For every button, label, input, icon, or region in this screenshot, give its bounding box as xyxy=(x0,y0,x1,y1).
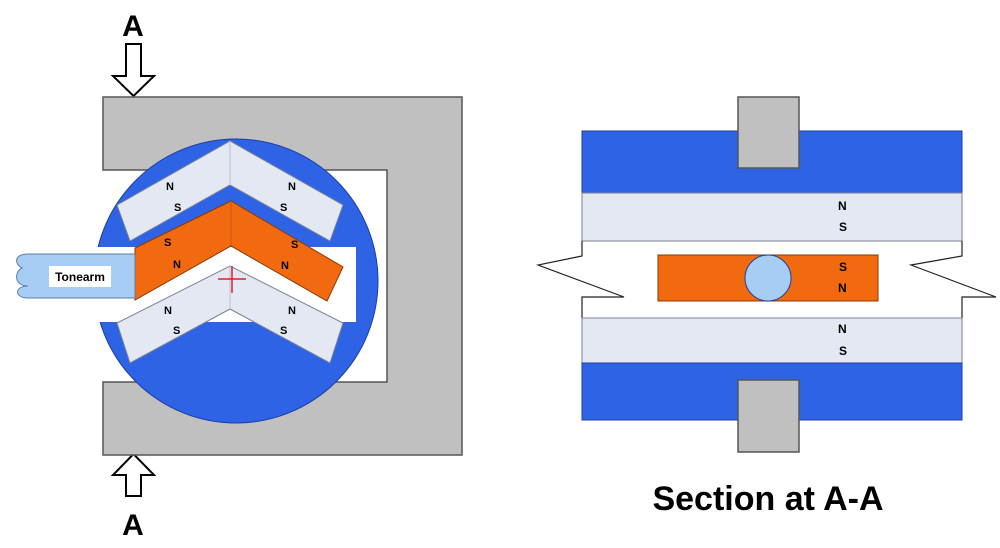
pole-label: S xyxy=(839,220,847,234)
pole-label: N xyxy=(838,199,847,213)
pole-label: N xyxy=(173,259,181,271)
pole-label: S xyxy=(280,325,287,337)
front-view: A A Tonearm N S N S S xyxy=(16,10,463,542)
section-arrow-bottom-icon xyxy=(110,452,157,497)
section-lower-magnet xyxy=(581,317,963,364)
pole-label: N xyxy=(281,260,289,272)
section-top-pole xyxy=(737,96,800,169)
section-break-line xyxy=(908,241,997,318)
pole-label: S xyxy=(291,239,298,251)
section-title: Section at A-A xyxy=(652,480,883,518)
section-marker-top-label: A xyxy=(122,10,144,43)
section-break-line xyxy=(535,241,625,318)
pivot-crosshair-icon xyxy=(218,266,246,293)
pole-label: N xyxy=(164,305,172,317)
pole-label: S xyxy=(280,202,287,214)
tonearm-label-box xyxy=(49,266,111,287)
pole-label: S xyxy=(173,325,180,337)
pole-label: N xyxy=(166,181,174,193)
section-pivot-circle xyxy=(744,254,792,302)
pole-label: N xyxy=(288,305,296,317)
pole-label: N xyxy=(838,322,847,336)
pole-label: S xyxy=(164,237,171,249)
tonearm-label: Tonearm xyxy=(55,270,105,284)
pole-label: S xyxy=(174,202,181,214)
pole-label: S xyxy=(839,260,847,274)
section-upper-magnet xyxy=(581,192,963,242)
pole-label: N xyxy=(838,281,847,295)
pole-label: S xyxy=(839,344,847,358)
pole-label: N xyxy=(288,181,296,193)
section-bottom-pole xyxy=(737,379,800,453)
section-arrow-top-icon xyxy=(110,43,157,98)
section-marker-bottom-label: A xyxy=(122,509,144,542)
section-view: N S S N N S Section at A-A xyxy=(535,96,997,518)
